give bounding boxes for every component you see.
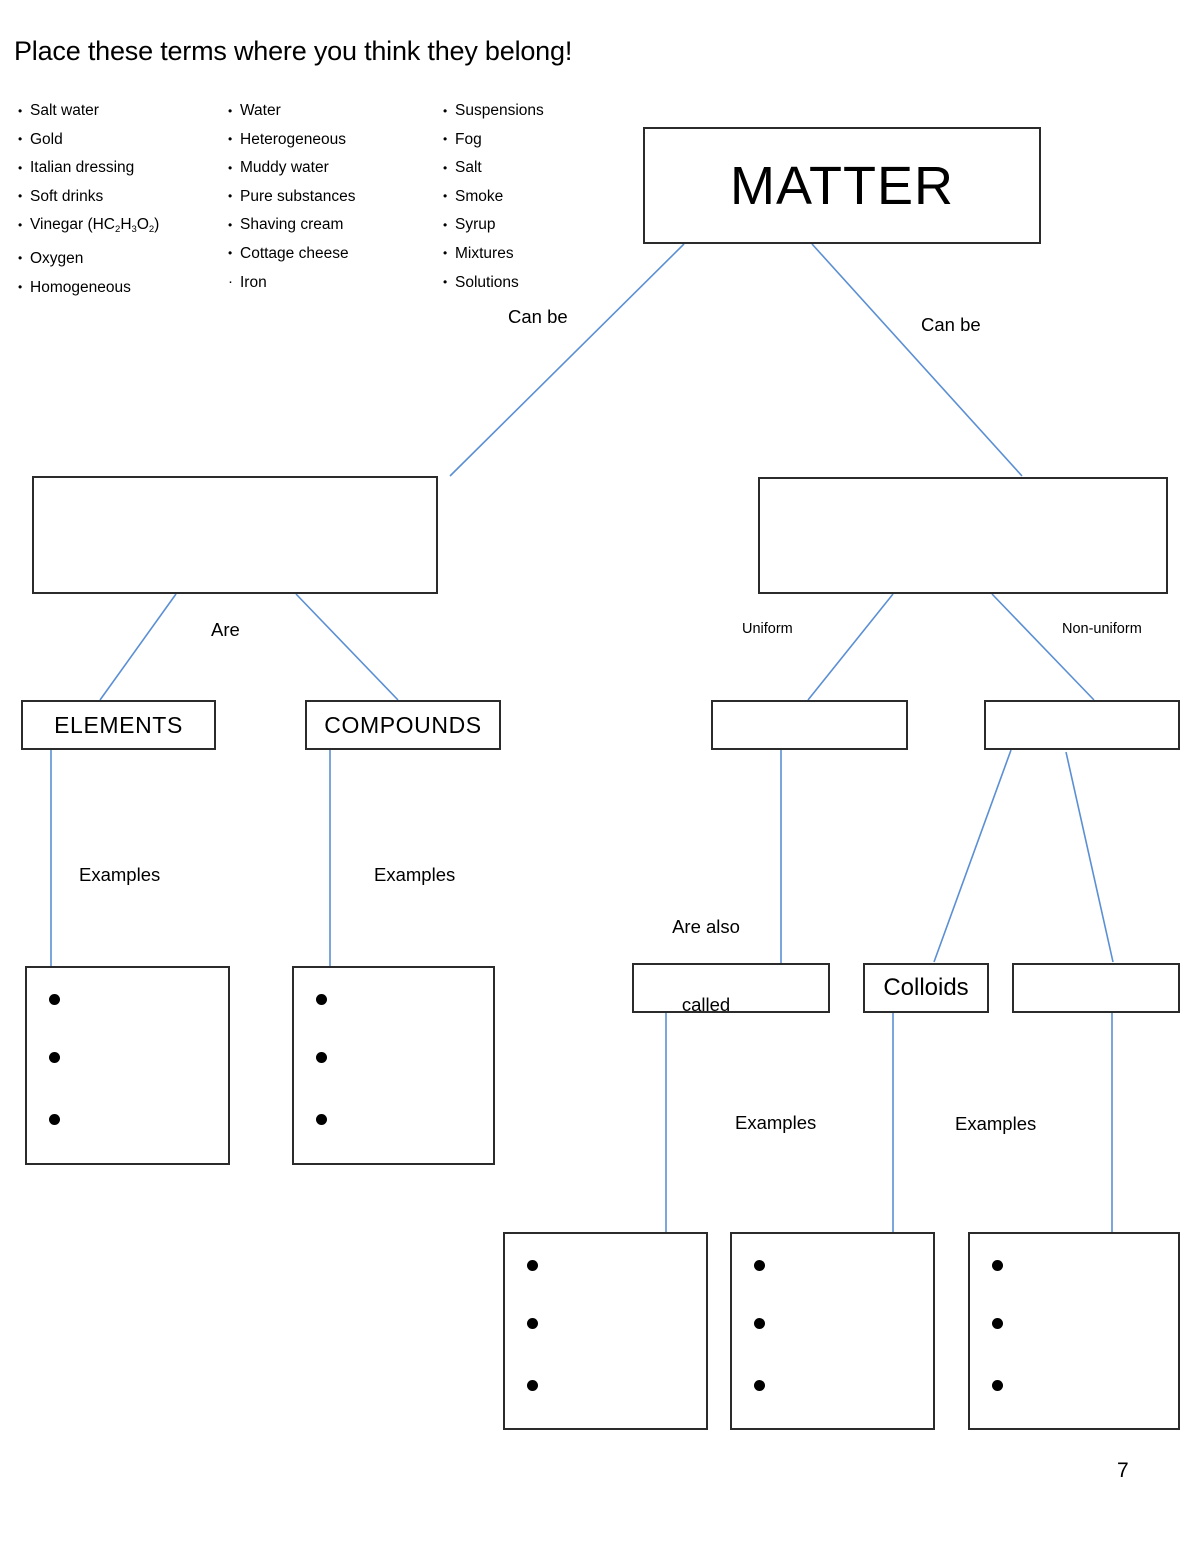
edge-label-uniform: Uniform <box>742 621 793 637</box>
vinegar-sub-1: 2 <box>115 224 121 236</box>
vinegar-sub-2: 3 <box>131 224 137 236</box>
node-colloids-label: Colloids <box>883 974 969 1001</box>
term-item: Suspensions <box>443 97 643 126</box>
term-item: Muddy water <box>228 154 438 183</box>
bullet-dot <box>527 1318 538 1329</box>
bullet-dot <box>992 1380 1003 1391</box>
node-compounds[interactable]: COMPOUNDS <box>305 700 501 750</box>
term-item: Homogeneous <box>18 273 218 303</box>
answer-box-colloids-examples[interactable] <box>730 1232 935 1430</box>
bullet-dot <box>754 1260 765 1271</box>
bullet-dot <box>754 1380 765 1391</box>
edge-pure-to-elements <box>99 593 177 701</box>
edge-mixtures-to-homogeneous <box>807 593 894 701</box>
answer-box-suspensions-examples[interactable] <box>968 1232 1180 1430</box>
bullet-dot <box>316 1052 327 1063</box>
answer-box-solutions-examples[interactable] <box>503 1232 708 1430</box>
term-item: Mixtures <box>443 239 643 269</box>
answer-box-compounds-examples[interactable] <box>292 966 495 1165</box>
term-item: Oxygen <box>18 244 218 274</box>
term-item: Syrup <box>443 211 643 240</box>
node-compounds-label: COMPOUNDS <box>324 711 482 738</box>
term-item: Cottage cheese <box>228 239 438 269</box>
bullet-dot <box>754 1318 765 1329</box>
term-item: Shaving cream <box>228 211 438 240</box>
term-item: Iron <box>228 268 438 298</box>
vinegar-sub-3: 2 <box>148 224 155 236</box>
bullet-dot <box>49 994 60 1005</box>
node-colloids[interactable]: Colloids <box>863 963 989 1013</box>
node-solutions-blank[interactable] <box>632 963 830 1013</box>
node-matter[interactable]: MATTER <box>643 127 1041 244</box>
bullet-dot <box>527 1260 538 1271</box>
edge-label-are: Are <box>211 619 240 640</box>
edge-label-non-uniform: Non-uniform <box>1062 621 1142 637</box>
node-elements[interactable]: ELEMENTS <box>21 700 216 750</box>
term-bank-column-2: Water Heterogeneous Muddy water Pure sub… <box>228 97 438 297</box>
term-item-vinegar: Vinegar (HC2H3O2) <box>18 211 218 245</box>
answer-box-elements-examples[interactable] <box>25 966 230 1165</box>
bullet-dot <box>992 1260 1003 1271</box>
page-title: Place these terms where you think they b… <box>14 36 573 66</box>
term-item: Gold <box>18 125 218 155</box>
bullet-dot <box>49 1114 60 1125</box>
bullet-dot <box>316 1114 327 1125</box>
vinegar-mid-2: O <box>136 216 149 234</box>
edge-label-examples-colloids: Examples <box>735 1112 817 1133</box>
edge-mixtures-to-heterogeneous <box>991 593 1095 701</box>
edge-label-examples-suspensions: Examples <box>955 1113 1037 1134</box>
node-elements-label: ELEMENTS <box>54 711 183 738</box>
edge-label-are-also-called-line2: called <box>681 994 731 1015</box>
term-item: Smoke <box>443 182 643 212</box>
term-bank-column-3: Suspensions Fog Salt Smoke Syrup Mixture… <box>443 97 643 297</box>
term-item: Salt <box>443 154 643 183</box>
vinegar-suffix: ) <box>154 216 160 234</box>
node-matter-label: MATTER <box>730 155 954 216</box>
term-item: Fog <box>443 125 643 155</box>
edge-matter-to-mixtures <box>811 243 1023 477</box>
vinegar-mid-1: H <box>120 216 132 234</box>
bullet-dot <box>992 1318 1003 1329</box>
term-item: Water <box>228 97 438 126</box>
page-number: 7 <box>1117 1459 1129 1482</box>
edge-label-examples-compounds: Examples <box>374 864 456 885</box>
edge-label-can-be-right: Can be <box>921 314 981 335</box>
edge-label-are-also-called-line1: Are also <box>672 916 740 937</box>
node-suspensions-blank[interactable] <box>1012 963 1180 1013</box>
term-item: Solutions <box>443 268 643 298</box>
term-item: Pure substances <box>228 182 438 212</box>
vinegar-prefix: Vinegar (HC <box>30 216 116 234</box>
edge-pure-to-compounds <box>295 593 399 701</box>
bullet-dot <box>527 1380 538 1391</box>
bullet-dot <box>316 994 327 1005</box>
term-bank-column-1: Salt water Gold Italian dressing Soft dr… <box>18 97 218 302</box>
edge-heterogeneous-to-suspensions <box>1065 751 1114 963</box>
node-pure-substances-blank[interactable] <box>32 476 438 594</box>
edge-label-can-be-left: Can be <box>508 306 568 327</box>
node-mixtures-blank[interactable] <box>758 477 1168 594</box>
term-item: Soft drinks <box>18 182 218 212</box>
node-heterogeneous-blank[interactable] <box>984 700 1180 750</box>
node-homogeneous-blank[interactable] <box>711 700 908 750</box>
term-item: Salt water <box>18 97 218 126</box>
edge-label-are-also-called: Are also called <box>666 862 746 1070</box>
edge-heterogeneous-to-colloids <box>933 749 1012 963</box>
bullet-dot <box>49 1052 60 1063</box>
edge-label-examples-elements: Examples <box>79 864 161 885</box>
term-item: Heterogeneous <box>228 125 438 155</box>
term-item: Italian dressing <box>18 154 218 183</box>
